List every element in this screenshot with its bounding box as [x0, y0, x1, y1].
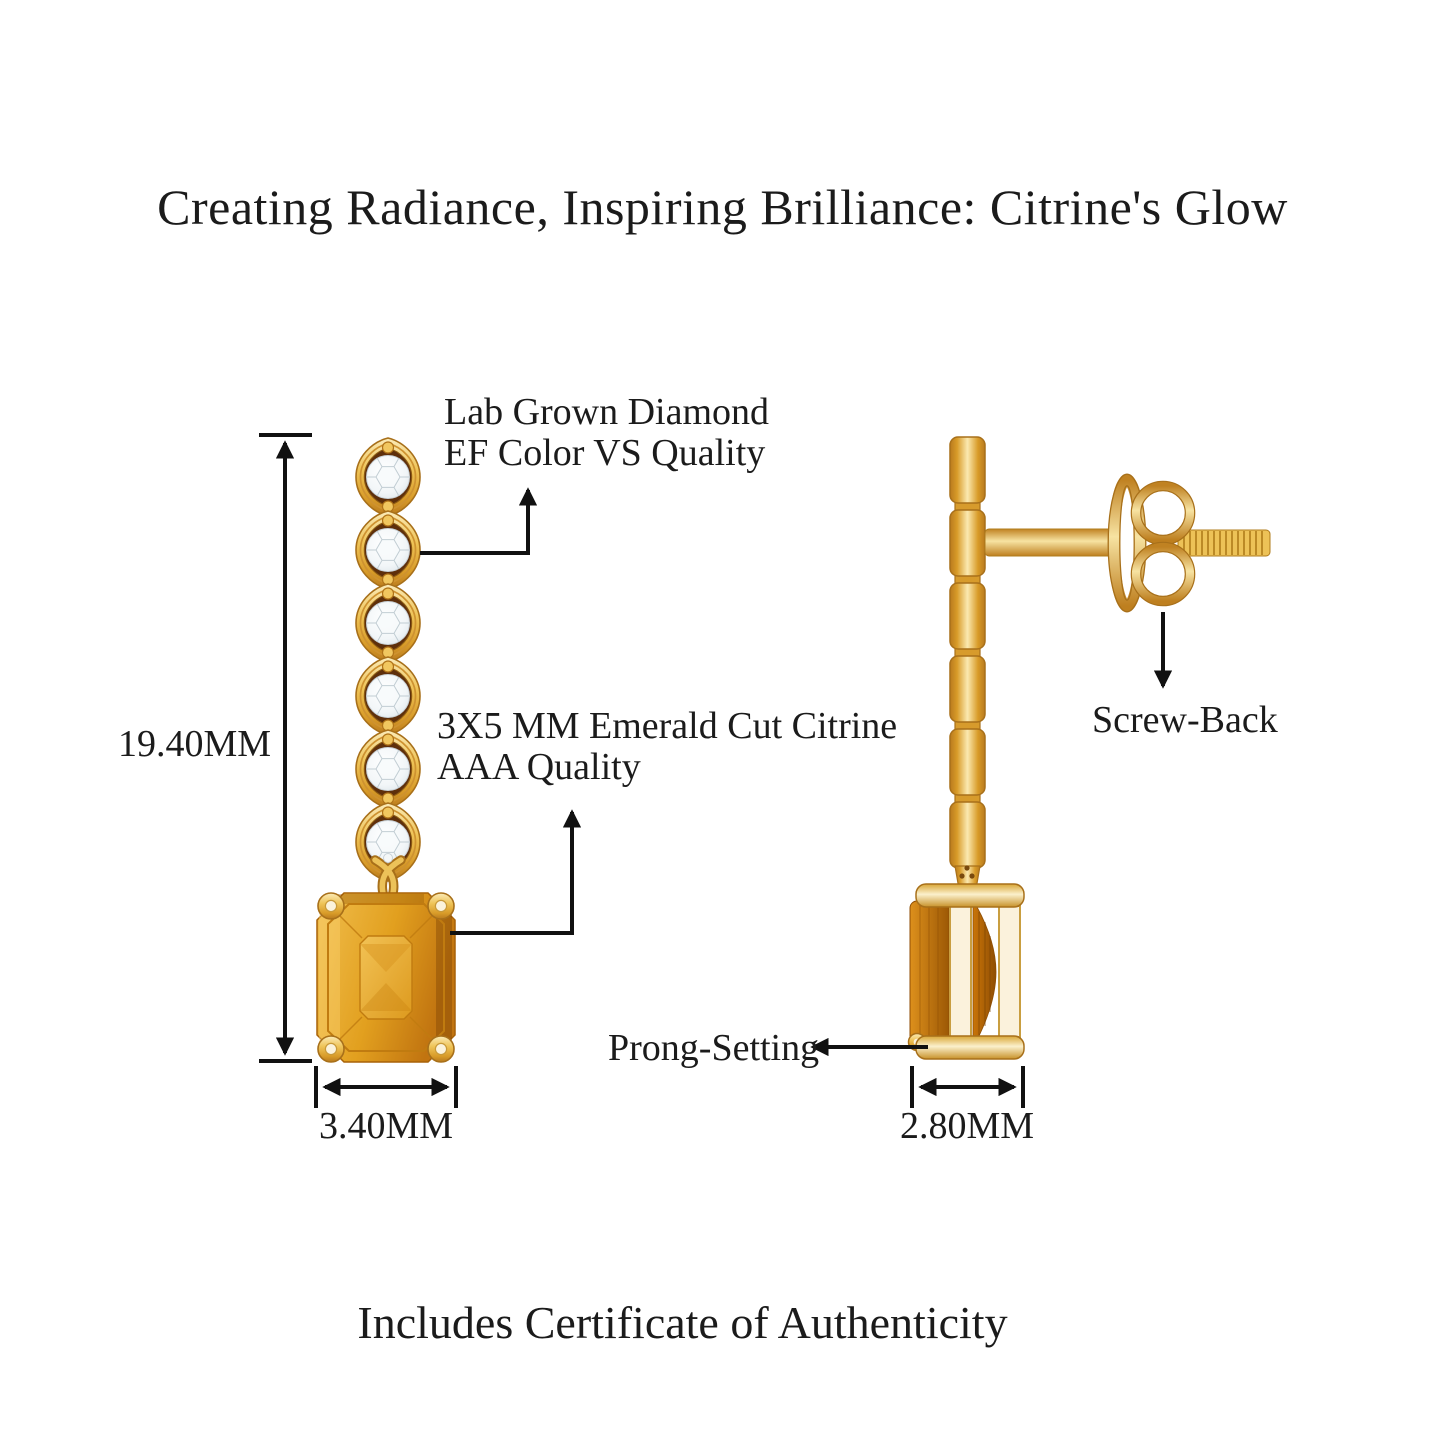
prong-bar-front	[949, 905, 972, 1038]
prong-bottom-right	[427, 1035, 455, 1063]
diamond-annotation: Lab Grown Diamond EF Color VS Quality	[444, 392, 769, 474]
side-earring-illustration	[907, 436, 1271, 1060]
prong-bar-back	[998, 905, 1021, 1038]
height-dimension-label: 19.40MM	[118, 723, 272, 765]
setting-bottom-rail	[915, 1035, 1025, 1060]
threaded-screw	[1177, 529, 1271, 557]
screw-back-label: Screw-Back	[1092, 699, 1278, 741]
citrine-annotation: 3X5 MM Emerald Cut Citrine AAA Quality	[437, 706, 897, 788]
side-width-dimension-line	[910, 1066, 1025, 1108]
citrine-stone-front	[316, 892, 456, 1063]
segmented-bar	[949, 436, 986, 869]
prong-bottom-left	[317, 1035, 345, 1063]
height-dimension-line	[259, 433, 312, 1063]
side-width-dimension-label: 2.80MM	[899, 1105, 1035, 1147]
diamond-leader-arrow	[420, 487, 538, 555]
citrine-leader-arrow	[450, 809, 582, 935]
stud-post	[984, 528, 1118, 557]
butterfly-clutch	[1107, 473, 1196, 613]
diamond-annotation-line1: Lab Grown Diamond	[444, 391, 770, 433]
citrine-stone-side	[907, 883, 1025, 1060]
page-title: Creating Radiance, Inspiring Brilliance:…	[157, 179, 1288, 235]
prong-top-left	[317, 892, 345, 920]
citrine-annotation-line2: AAA Quality	[437, 746, 641, 788]
diamond-annotation-line2: EF Color VS Quality	[444, 432, 766, 474]
citrine-annotation-line1: 3X5 MM Emerald Cut Citrine	[437, 705, 898, 747]
front-earring-illustration	[316, 437, 456, 1063]
front-width-dimension-line	[314, 1066, 458, 1108]
stone-connector	[370, 853, 406, 898]
prong-setting-label: Prong-Setting	[608, 1027, 820, 1069]
setting-top-rail	[915, 883, 1025, 908]
prong-top-right	[427, 892, 455, 920]
footer-note: Includes Certificate of Authenticity	[357, 1297, 1008, 1348]
front-width-dimension-label: 3.40MM	[318, 1105, 454, 1147]
diamond-link-column	[355, 437, 421, 882]
